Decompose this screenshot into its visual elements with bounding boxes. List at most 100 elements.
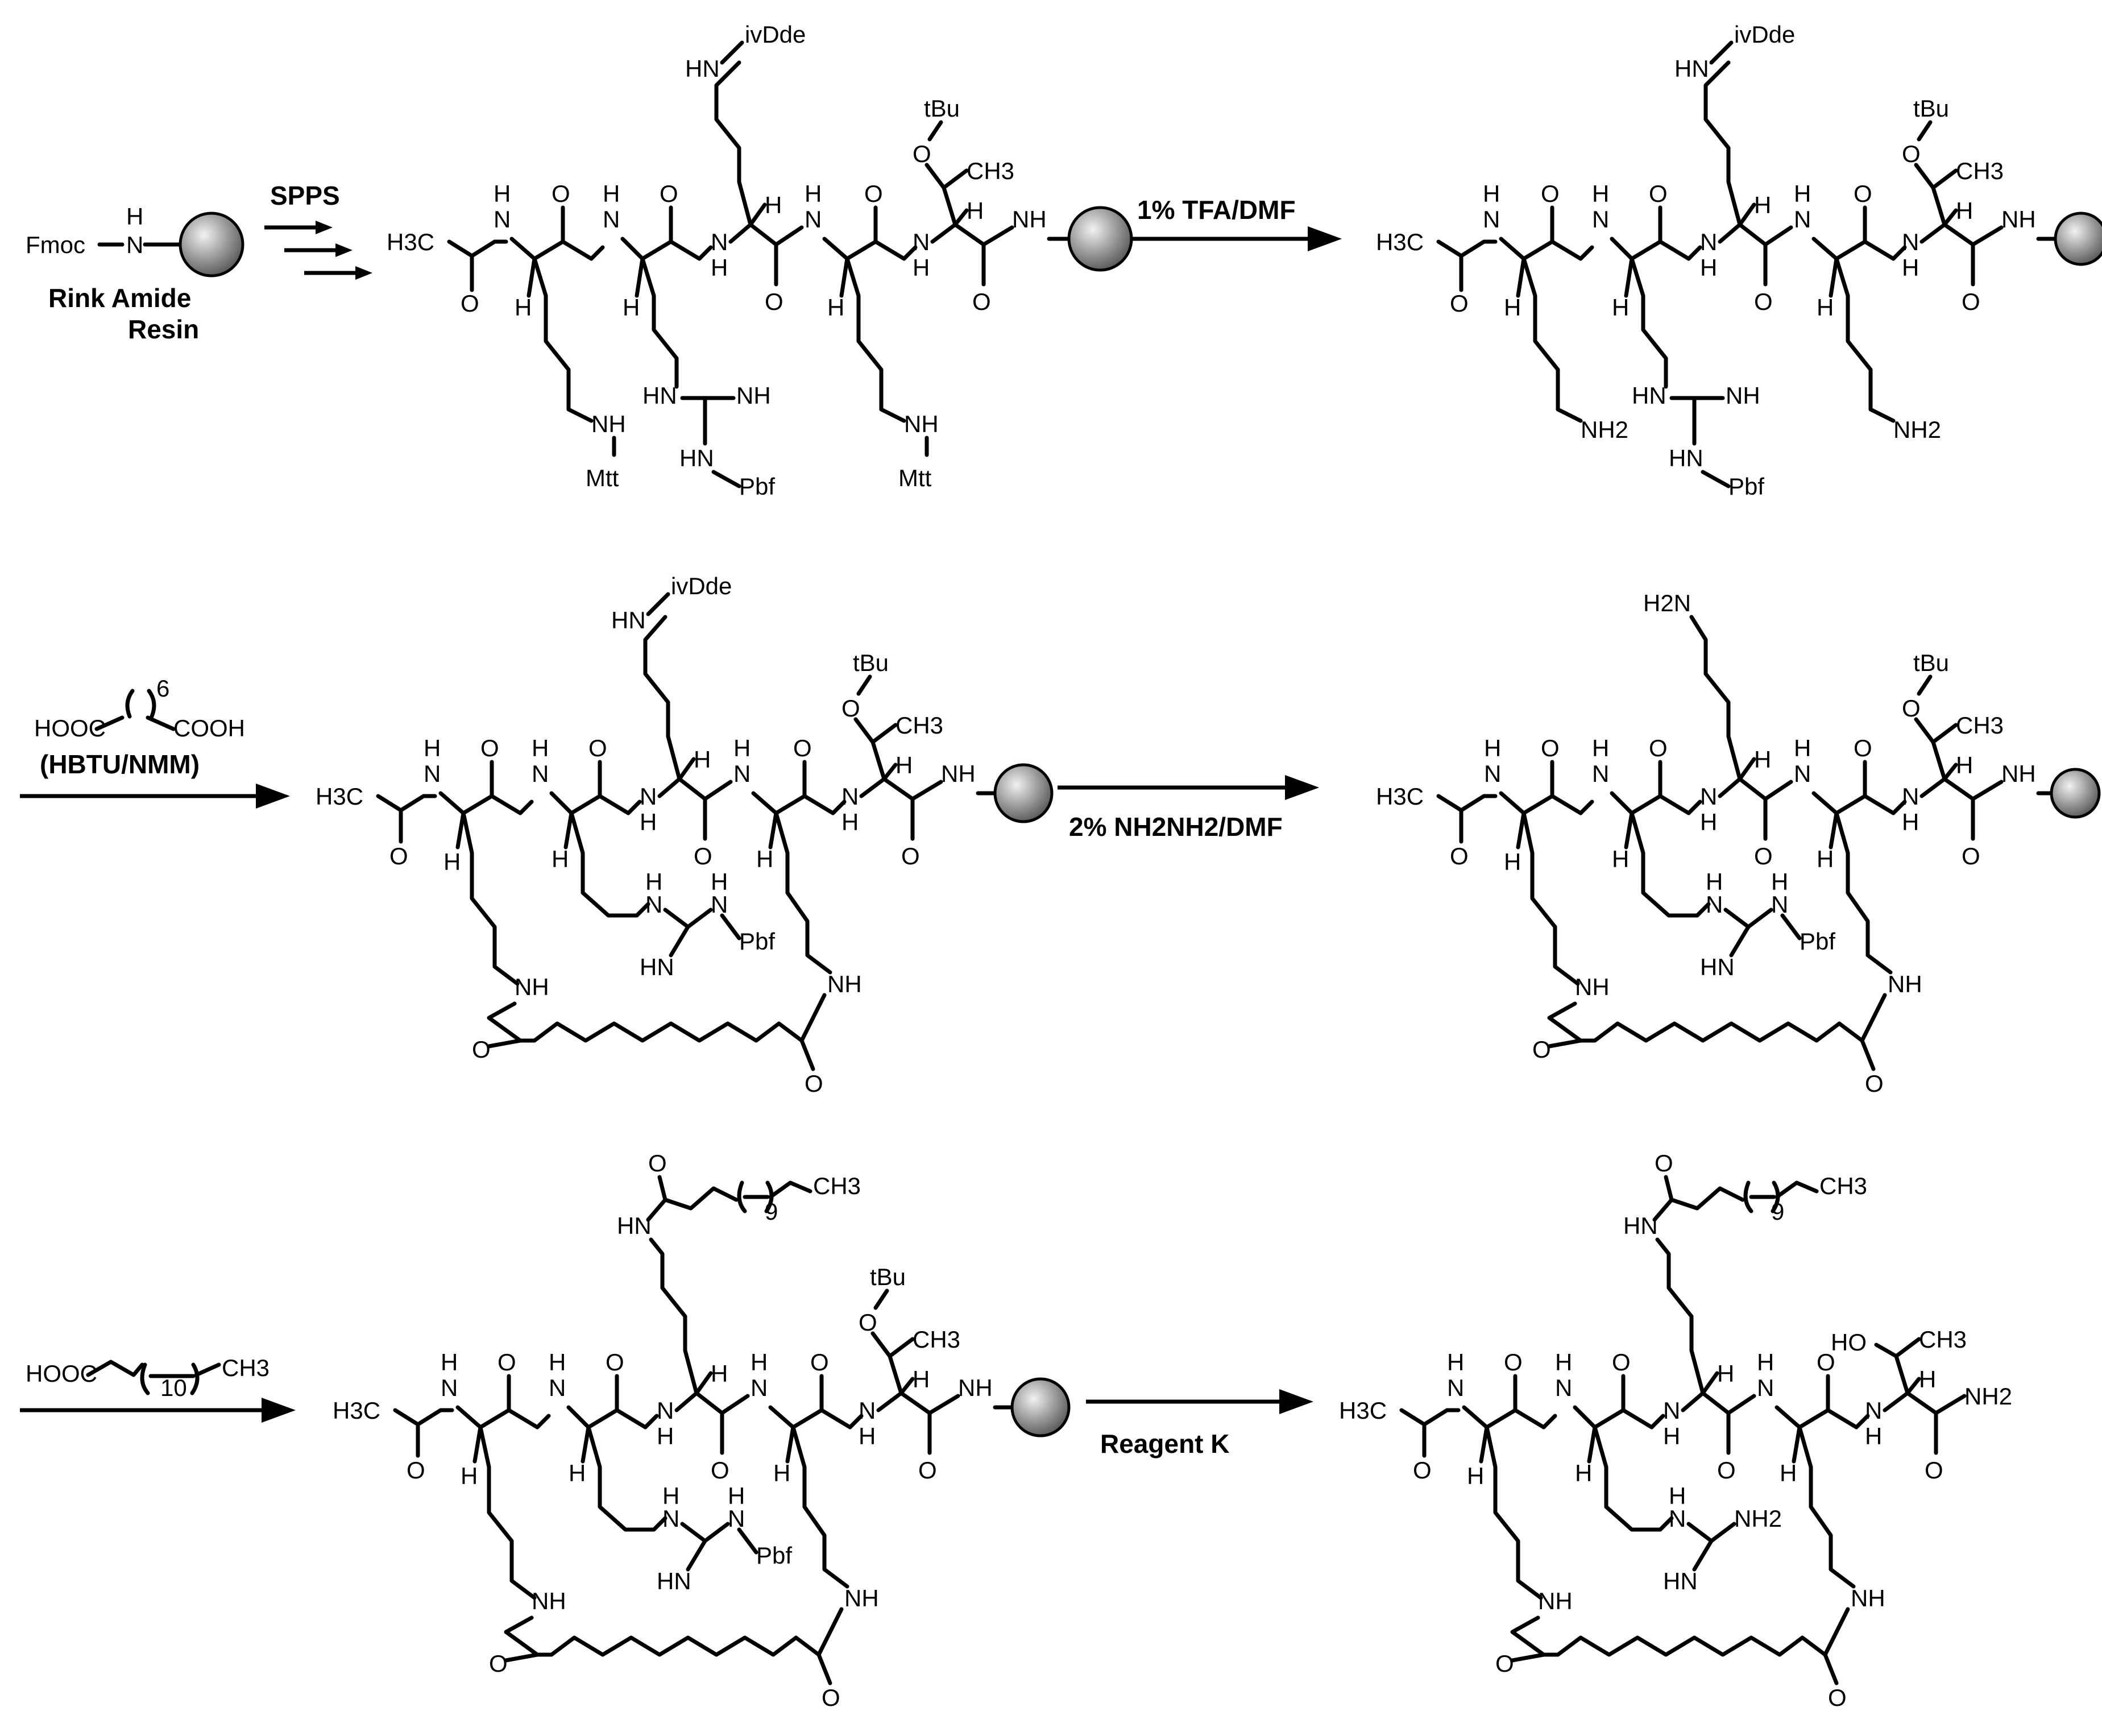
linker-o2: O <box>822 1684 840 1711</box>
step3-cooh: COOH <box>173 715 245 741</box>
thr-tbu: tBu <box>924 95 960 122</box>
arg-pbf: Pbf <box>1800 928 1835 955</box>
step2-label: 1% TFA/DMF <box>1137 195 1296 225</box>
c-term-nh: NH <box>941 760 976 787</box>
backbone-h4: H <box>805 180 822 207</box>
carbonyl-o2: O <box>606 1349 624 1375</box>
arg-hn: HN <box>1663 1568 1698 1594</box>
protected-peptide: H3C O N H O H NH Mtt N H O H HN NH HN Pb… <box>387 21 1133 500</box>
carbonyl-o4: O <box>793 735 812 761</box>
alpha-h3: H <box>694 746 711 773</box>
arg-hn: HN <box>657 1568 691 1594</box>
backbone-h5: H <box>1902 254 1919 281</box>
thr-tbu: tBu <box>1913 649 1949 676</box>
thr-tbu: tBu <box>853 649 889 676</box>
lys2-ivdde: ivDde <box>745 21 806 48</box>
carbonyl-o4: O <box>1854 735 1872 761</box>
arg-h1: H <box>1669 1482 1686 1509</box>
arg-hn: HN <box>640 954 674 980</box>
backbone-h2: H <box>603 180 620 207</box>
thr-oxygen: O <box>1902 140 1921 167</box>
lys2-hn: HN <box>617 1212 652 1239</box>
carbonyl-o3: O <box>1754 288 1773 315</box>
resin-bead <box>2054 212 2102 266</box>
acetyl-oxygen: O <box>1450 290 1469 317</box>
lipidated-peptide-on-resin: H3C O N H O H NH O O NH N H O H N H N H … <box>333 1150 1071 1711</box>
alpha-h5: H <box>913 1366 930 1393</box>
backbone-n3: N <box>1663 1397 1680 1424</box>
backbone-h3: H <box>657 1423 674 1449</box>
carbonyl-o1: O <box>552 180 570 207</box>
lys1-mtt: Mtt <box>586 465 619 491</box>
backbone-n1: N <box>1447 1374 1464 1401</box>
lys1-nh: NH <box>532 1588 566 1614</box>
arrow-reagent-k: Reagent K <box>1086 1389 1313 1459</box>
backbone-h1: H <box>424 735 441 761</box>
resin-bead <box>179 212 244 277</box>
arg-nh2: NH2 <box>1734 1505 1782 1532</box>
lys2-ivdde: ivDde <box>671 573 732 599</box>
acetyl-oxygen: O <box>407 1457 425 1484</box>
carbonyl-o5: O <box>1962 288 1980 315</box>
resin-bead <box>1067 206 1133 272</box>
starting-resin: Fmoc N H Rink Amide Resin <box>26 203 244 344</box>
backbone-n2: N <box>603 206 620 233</box>
backbone-n5: N <box>1865 1397 1882 1424</box>
lys2-ivdde: ivDde <box>1734 21 1795 48</box>
thr-tbu: tBu <box>870 1263 906 1290</box>
carbonyl-o3: O <box>711 1457 729 1484</box>
alpha-h5: H <box>967 197 984 224</box>
alpha-h4: H <box>827 294 844 321</box>
lipid-oxygen: O <box>648 1150 667 1176</box>
acetyl-ch3: H3C <box>387 229 434 255</box>
step5-n: 10 <box>160 1374 187 1401</box>
backbone-n5: N <box>1902 229 1919 255</box>
backbone-h4: H <box>1794 735 1811 761</box>
alpha-h3: H <box>1717 1360 1734 1387</box>
carbonyl-o4: O <box>810 1349 829 1375</box>
alpha-h2: H <box>1575 1460 1592 1486</box>
backbone-h5: H <box>913 254 930 281</box>
linker-o2: O <box>805 1070 823 1097</box>
final-product-7: H3C O N H O H NH O O NH N H O H N H NH2 … <box>1339 1150 2012 1711</box>
arg-n2: N <box>728 1505 745 1532</box>
backbone-h5: H <box>1902 809 1919 835</box>
alpha-h5: H <box>1956 197 1973 224</box>
backbone-h1: H <box>494 180 511 207</box>
carbonyl-o4: O <box>864 180 883 207</box>
thr-ch3: CH3 <box>1956 158 2004 184</box>
arg-n1: N <box>1669 1505 1686 1532</box>
acetyl-ch3: H3C <box>1339 1397 1387 1424</box>
step1-label: SPPS <box>270 181 340 210</box>
lys1-nh: NH <box>1575 973 1610 1000</box>
carbonyl-o5: O <box>901 843 920 869</box>
acetyl-ch3: H3C <box>333 1397 380 1424</box>
arg-n1: N <box>1706 891 1723 918</box>
backbone-n2: N <box>1592 760 1609 787</box>
lys3-nh2: NH2 <box>1893 416 1941 443</box>
alpha-h5: H <box>895 752 913 778</box>
backbone-n5: N <box>1902 783 1919 810</box>
fmoc-label: Fmoc <box>26 231 85 258</box>
linker-o2: O <box>1865 1070 1884 1097</box>
arg-hn: HN <box>1700 954 1735 980</box>
lys3-nh: NH <box>1888 971 1922 997</box>
alpha-h3: H <box>1754 746 1771 773</box>
arg-pbf: Pbf <box>756 1542 792 1569</box>
alpha-h3: H <box>711 1360 728 1387</box>
carbonyl-o3: O <box>1717 1457 1736 1484</box>
lys3-nh: NH <box>827 971 862 997</box>
backbone-n3: N <box>657 1397 674 1424</box>
carbonyl-o1: O <box>1541 180 1560 207</box>
arg-hn2: HN <box>1669 445 1703 471</box>
c-term-nh: NH <box>2001 760 2036 787</box>
linker-o1: O <box>1532 1036 1551 1063</box>
step6-label: Reagent K <box>1100 1429 1229 1459</box>
thr-ch3: CH3 <box>895 712 943 739</box>
arg-n2: N <box>711 891 728 918</box>
alpha-h2: H <box>1612 294 1629 321</box>
backbone-n4: N <box>1757 1374 1774 1401</box>
arg-h1: H <box>1706 868 1723 895</box>
alpha-h1: H <box>461 1462 478 1489</box>
